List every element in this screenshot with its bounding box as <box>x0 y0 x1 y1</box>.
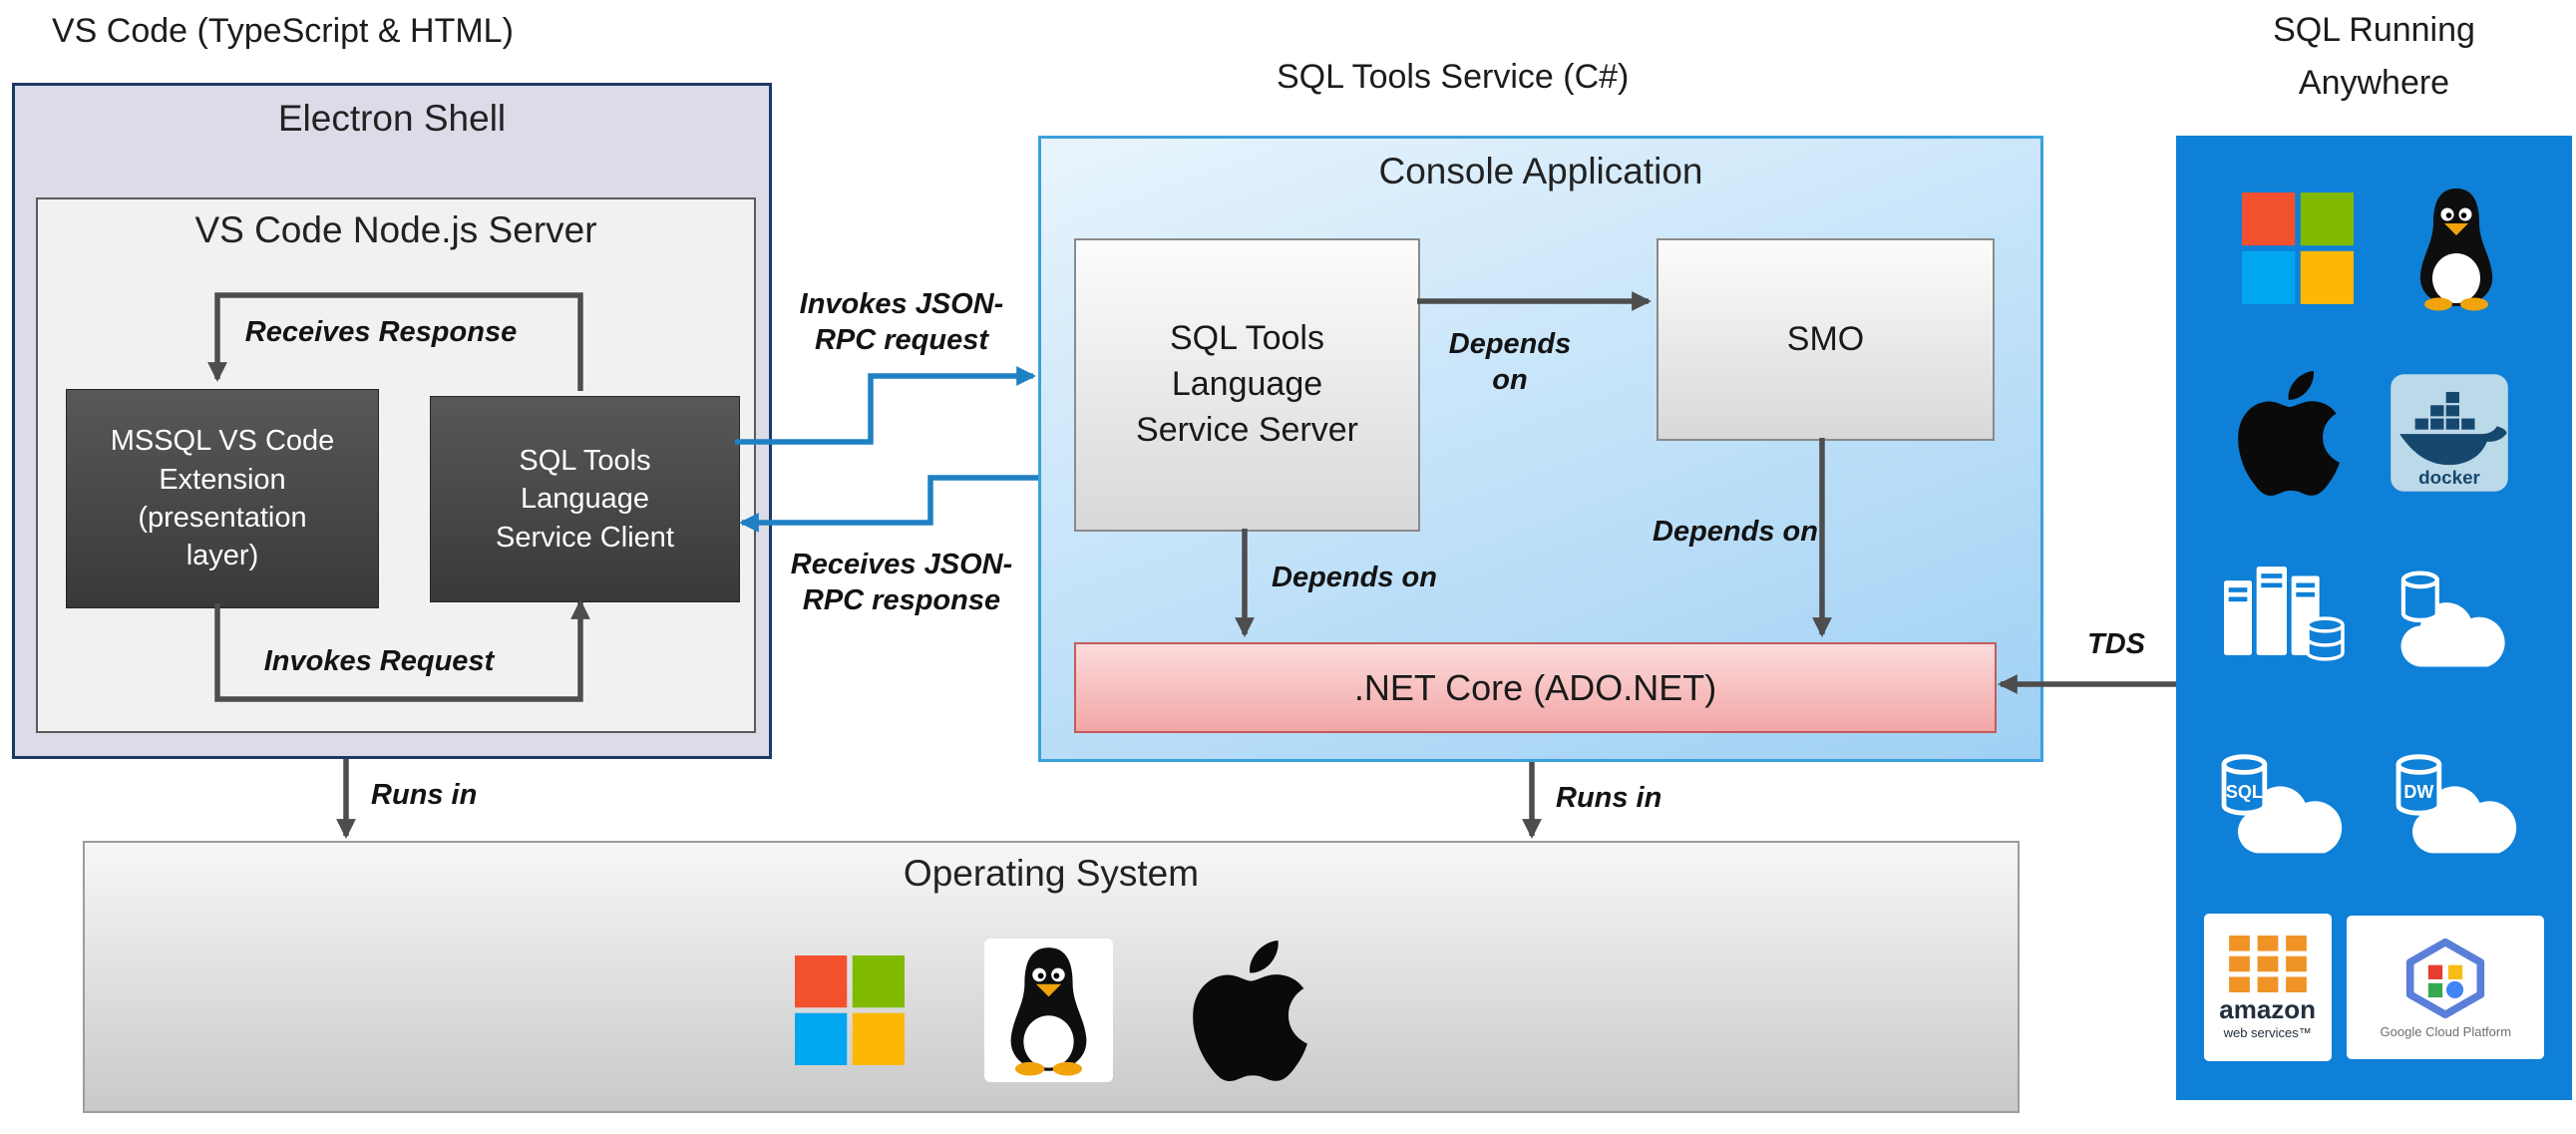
runs-in-electron-label: Runs in <box>371 779 478 811</box>
operating-system-box: Operating System <box>83 841 2020 1113</box>
sql-database-cloud-icon: SQL <box>2221 754 2343 854</box>
depends-on-lss-label: Depends on <box>1272 562 1437 593</box>
linux-tux-icon <box>996 945 1101 1076</box>
sql-running-anywhere-panel: docker <box>2176 136 2572 1100</box>
aws-icon: amazon web services™ <box>2203 914 2332 1062</box>
linux-tux-card <box>984 939 1113 1082</box>
panel-row-2: docker <box>2188 340 2560 525</box>
runs-in-net-label: Runs in <box>1556 782 1662 814</box>
docker-icon: docker <box>2391 374 2509 492</box>
smo-box: SMO <box>1656 238 1995 441</box>
node-server-box: VS Code Node.js Server MSSQL VS Code Ext… <box>36 197 756 733</box>
vscode-section-label: VS Code (TypeScript & HTML) <box>52 12 514 50</box>
invokes-json-rpc-label: Invokes JSON- RPC request <box>799 288 1004 357</box>
gcp-label: Google Cloud Platform <box>2380 1023 2512 1039</box>
net-core-box: .NET Core (ADO.NET) <box>1074 642 1997 733</box>
node-server-title: VS Code Node.js Server <box>194 209 597 250</box>
panel-row-4: SQL DW <box>2188 710 2560 895</box>
dw-database-cloud-icon: DW <box>2395 754 2516 854</box>
dw-label: DW <box>2403 782 2433 802</box>
sql-label: SQL <box>2226 782 2263 802</box>
panel-row-5: amazon web services™ Google Cloud Platfo… <box>2188 896 2560 1080</box>
panel-row-1 <box>2188 156 2560 340</box>
gcp-hexagon-icon <box>2406 938 2485 1018</box>
service-server-box: SQL Tools Language Service Server <box>1074 238 1420 532</box>
sql-anywhere-label: SQL Running Anywhere <box>2273 11 2475 102</box>
tds-label: TDS <box>2087 628 2145 660</box>
aws-sub-label: web services™ <box>2223 1025 2312 1041</box>
server-farm-icon <box>2224 567 2346 661</box>
apple-logo-icon <box>1193 941 1307 1081</box>
docker-label: docker <box>2418 467 2480 488</box>
aws-name-label: amazon <box>2219 994 2317 1025</box>
mssql-extension-box: MSSQL VS Code Extension (presentation la… <box>66 389 379 608</box>
electron-shell-title: Electron Shell <box>277 98 507 139</box>
sqltools-section-label: SQL Tools Service (C#) <box>1277 58 1630 96</box>
apple-logo-icon <box>2238 371 2340 496</box>
panel-row-3 <box>2188 526 2560 710</box>
depends-on-smo-net-label: Depends on <box>1653 516 1818 548</box>
arrow-receives-json-rpc <box>739 475 1038 533</box>
electron-shell-box: Electron Shell VS Code Node.js Server MS… <box>12 83 772 759</box>
console-application-box: Console Application SQL Tools Language S… <box>1038 136 2043 762</box>
windows-logo-icon <box>795 955 905 1065</box>
receives-response-label: Receives Response <box>244 316 518 348</box>
operating-system-title: Operating System <box>903 853 1200 894</box>
depends-on-smo-label: Depends on <box>1448 328 1572 397</box>
receives-json-rpc-label: Receives JSON- RPC response <box>790 549 1013 617</box>
gcp-icon: Google Cloud Platform <box>2347 916 2545 1060</box>
invokes-request-label: Invokes Request <box>263 645 495 677</box>
os-icon-row <box>85 921 2018 1100</box>
linux-tux-icon <box>2406 186 2506 311</box>
console-application-title: Console Application <box>1378 151 1703 191</box>
service-client-box: SQL Tools Language Service Client <box>430 396 740 602</box>
arrow-invokes-json-rpc <box>735 366 1036 445</box>
windows-logo-icon <box>2242 192 2354 304</box>
aws-cubes-icon <box>2228 936 2307 993</box>
database-cloud-icon <box>2400 570 2505 667</box>
